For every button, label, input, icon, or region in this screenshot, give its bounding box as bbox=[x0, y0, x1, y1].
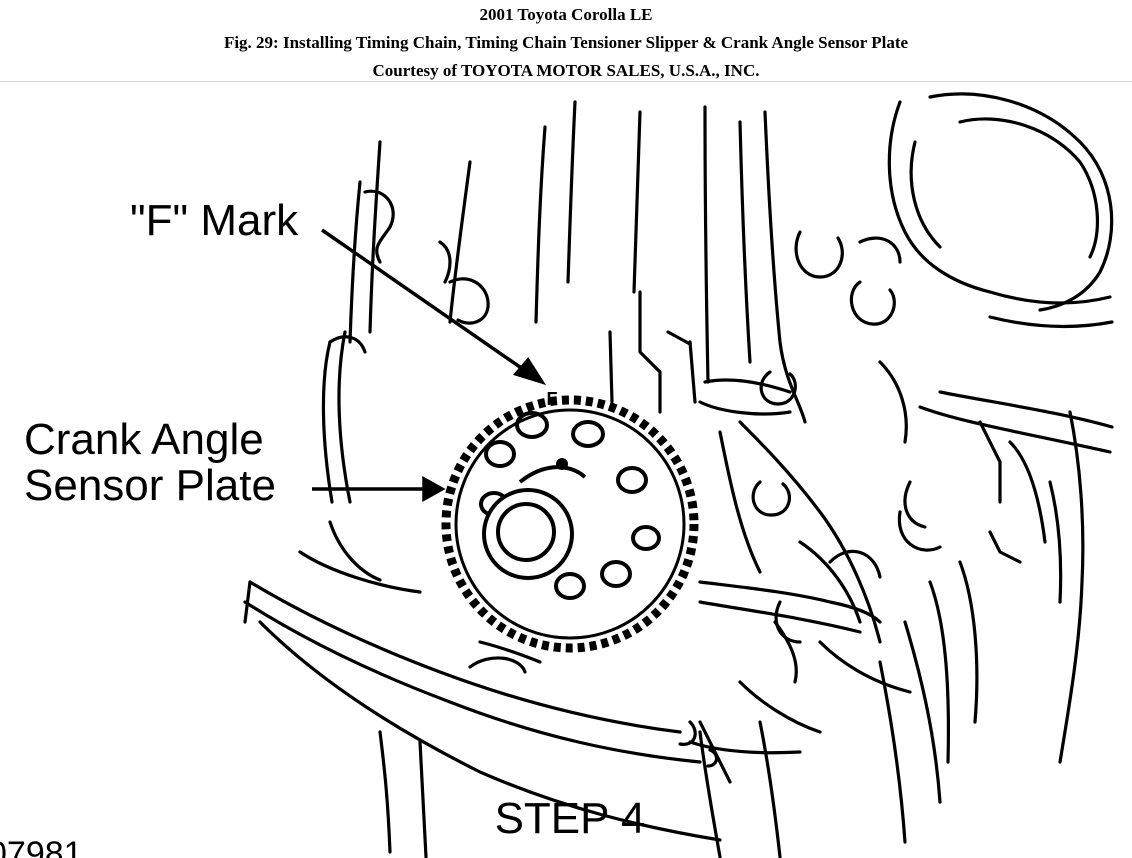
sensor-plate-arrowhead bbox=[422, 476, 446, 502]
courtesy-line: Courtesy of TOYOTA MOTOR SALES, U.S.A., … bbox=[372, 61, 760, 80]
crank-sensor-label-line2: Sensor Plate bbox=[24, 461, 276, 510]
plate-holes bbox=[479, 411, 661, 600]
figure-caption: Fig. 29: Installing Timing Chain, Timing… bbox=[223, 33, 909, 52]
f-mark-arrowhead bbox=[512, 357, 547, 386]
engine-block-linework bbox=[243, 92, 1114, 858]
f-mark-label: "F" Mark bbox=[130, 196, 299, 245]
f-mark-arrow bbox=[321, 228, 531, 376]
figure-number: 07981 bbox=[0, 835, 83, 858]
plate-f-mark: F bbox=[547, 389, 558, 409]
engine-diagram-drawing: F "F" Mark Crank Angle Sensor Plate STEP… bbox=[0, 92, 1114, 858]
step-label: STEP 4 bbox=[495, 794, 646, 843]
crank-angle-sensor-plate: F bbox=[441, 389, 699, 653]
crank-sensor-label-line1: Crank Angle bbox=[24, 415, 264, 464]
vehicle-title: 2001 Toyota Corolla LE bbox=[479, 5, 653, 24]
figure-header: 2001 Toyota Corolla LE Fig. 29: Installi… bbox=[0, 0, 1132, 82]
engine-diagram: F "F" Mark Crank Angle Sensor Plate STEP… bbox=[0, 82, 1132, 858]
callout-arrows bbox=[312, 228, 547, 502]
